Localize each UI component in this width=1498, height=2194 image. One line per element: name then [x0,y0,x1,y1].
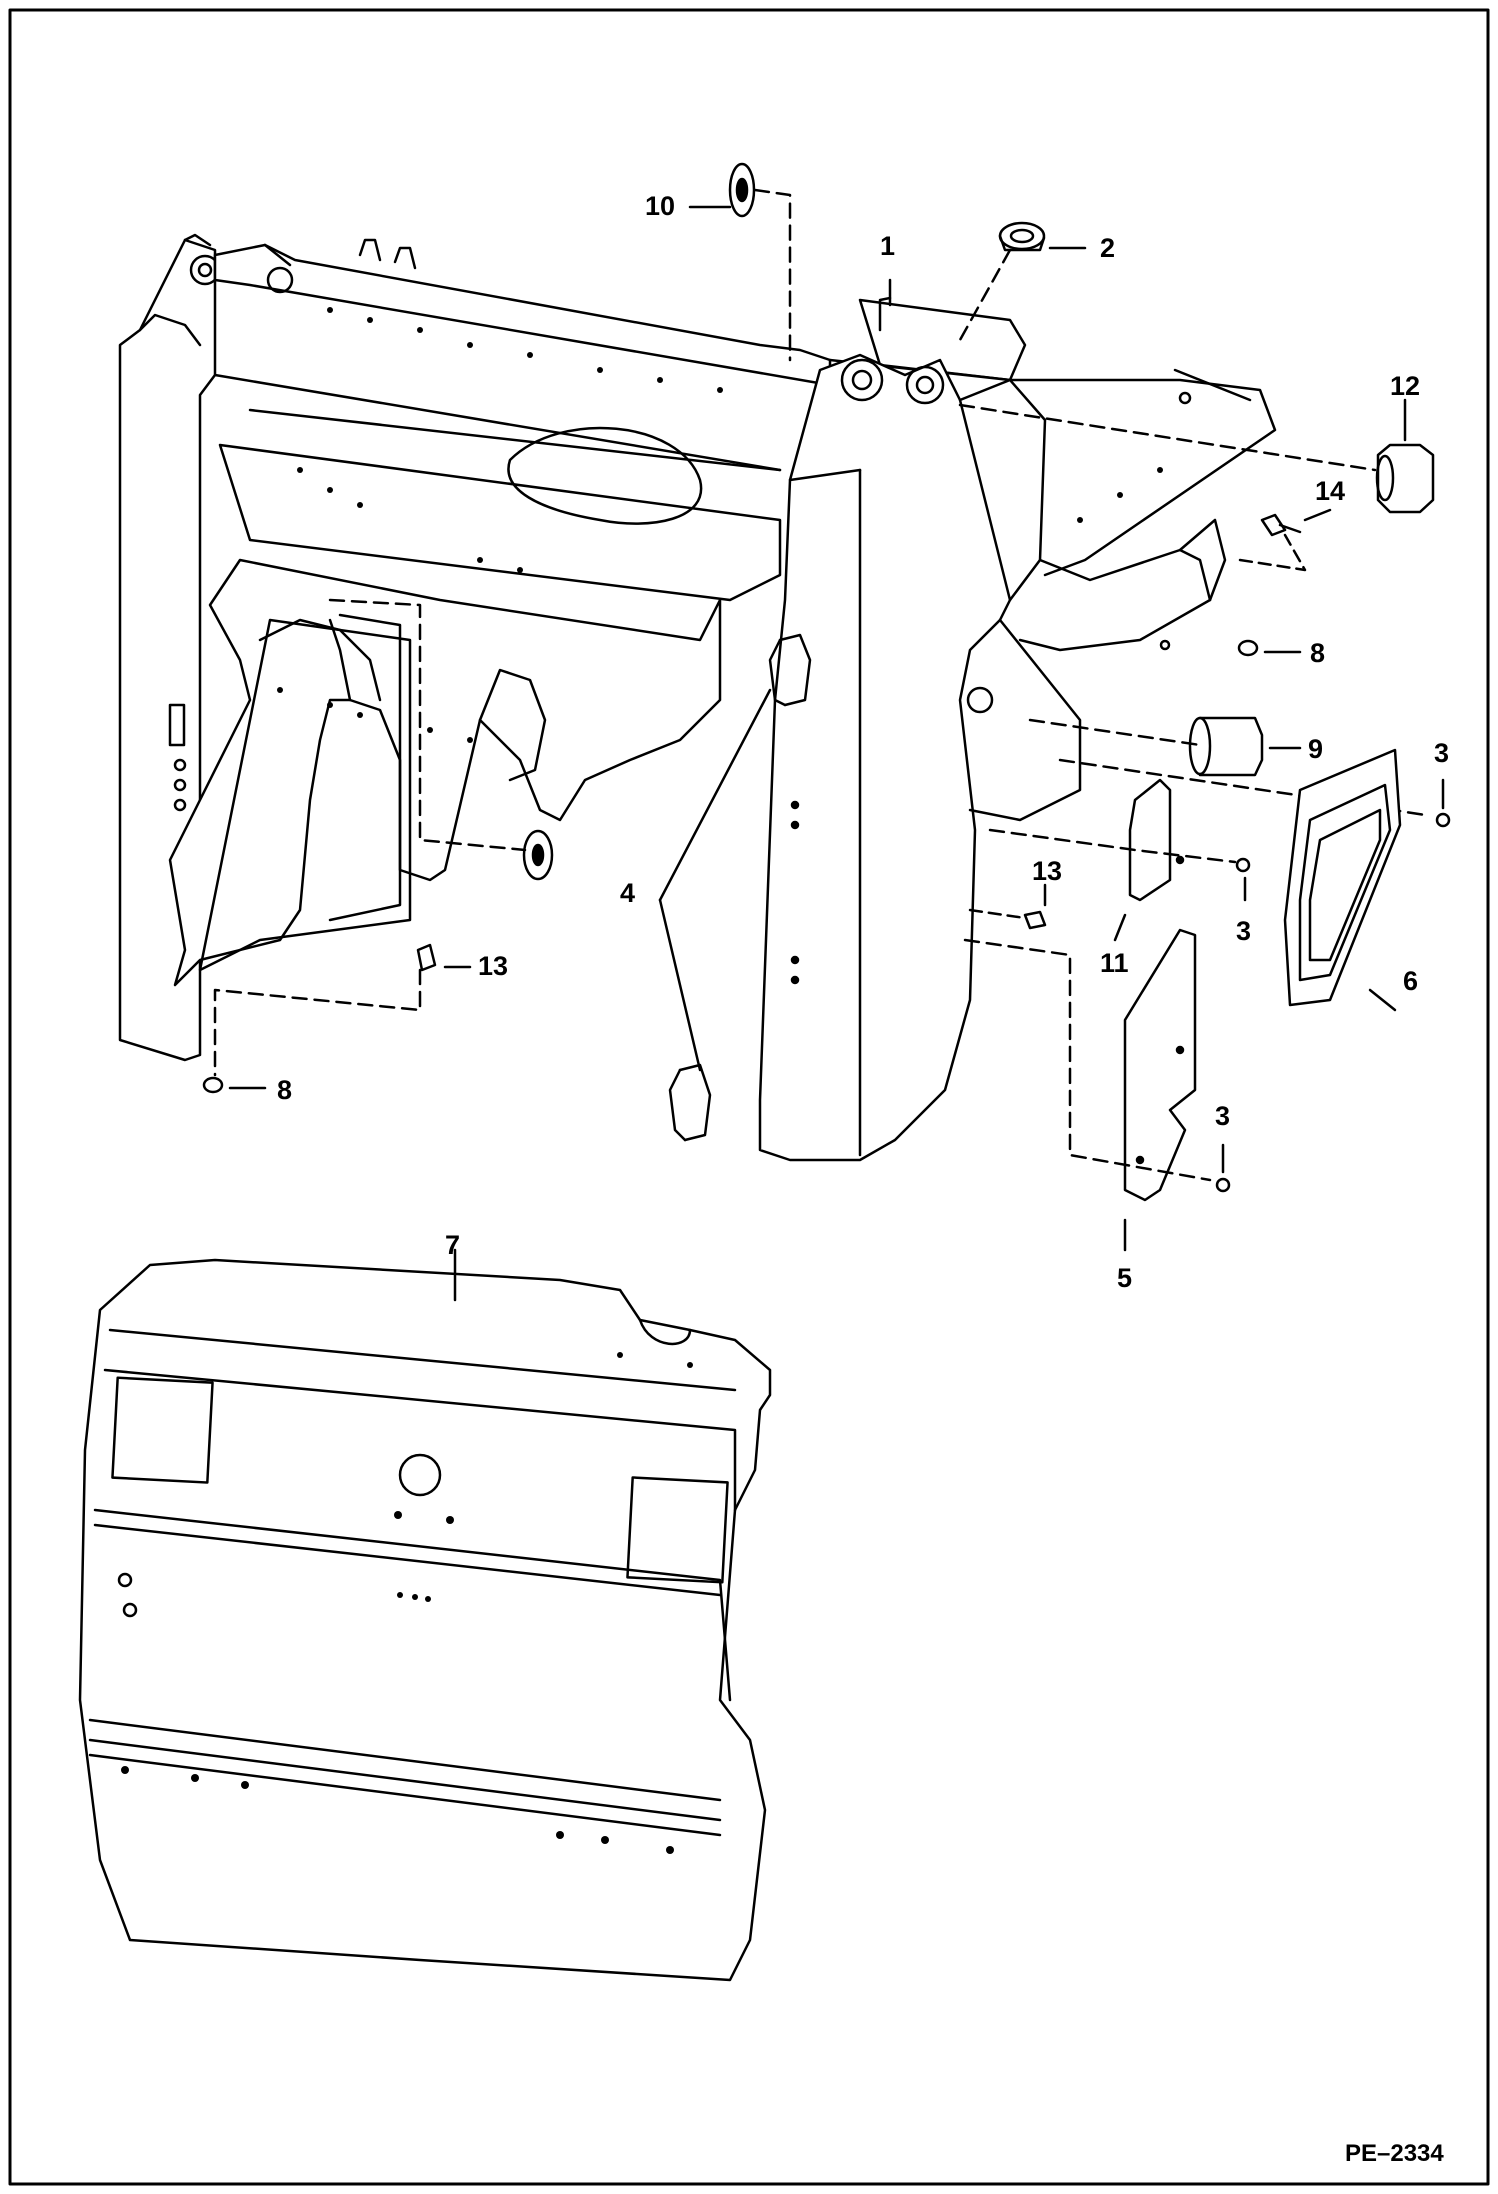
callout-4: 4 [620,878,636,908]
part-3-screw-c [1215,1177,1231,1193]
callout-14: 14 [1315,476,1346,506]
part-13-bolt-right [1023,910,1047,930]
figure-code: PE–2334 [1345,2140,1444,2167]
part-9-cylinder [1188,716,1264,777]
part-10-bushing [728,162,756,218]
part-13-bolt-left [416,943,437,972]
callout-6: 6 [1403,966,1419,996]
callout-7: 7 [445,1230,461,1260]
part-8-nut-lower [202,1076,224,1094]
part-8-nut-upper [1237,639,1259,657]
page-border [8,8,1490,2186]
part-6-cover [1283,748,1402,1007]
part-7-panel [78,1258,772,1982]
callout-8-upper: 8 [1310,638,1326,668]
part-3-screw-b [1235,857,1251,873]
washer-left [522,829,554,881]
callout-5: 5 [1117,1263,1133,1293]
callout-3-c: 3 [1215,1101,1231,1131]
callout-2: 2 [1100,233,1116,263]
part-3-screw-a [1435,812,1451,828]
leader-4a [658,688,772,902]
part-14-bolt [1260,513,1302,537]
part-12-bushing [1375,443,1435,514]
bracket-lower [668,1063,712,1142]
callout-12: 12 [1390,371,1421,401]
callout-10: 10 [645,191,676,221]
leader-4b [658,898,702,1072]
callout-1: 1 [880,231,896,261]
part-2-grommet [998,221,1046,252]
callout-8-lower: 8 [277,1075,293,1105]
part-11-plate [1128,778,1185,902]
callout-13-left: 13 [478,951,509,981]
frame-holes [277,307,1163,743]
callout-3-a: 3 [1434,738,1450,768]
callout-9: 9 [1308,734,1324,764]
bracket-upper [768,633,812,707]
part-5-plate [1123,928,1197,1202]
callout-3-b: 3 [1236,916,1252,946]
callout-13-right: 13 [1032,856,1063,886]
main-frame-assembly [118,233,1277,1162]
callout-11: 11 [1100,948,1129,978]
